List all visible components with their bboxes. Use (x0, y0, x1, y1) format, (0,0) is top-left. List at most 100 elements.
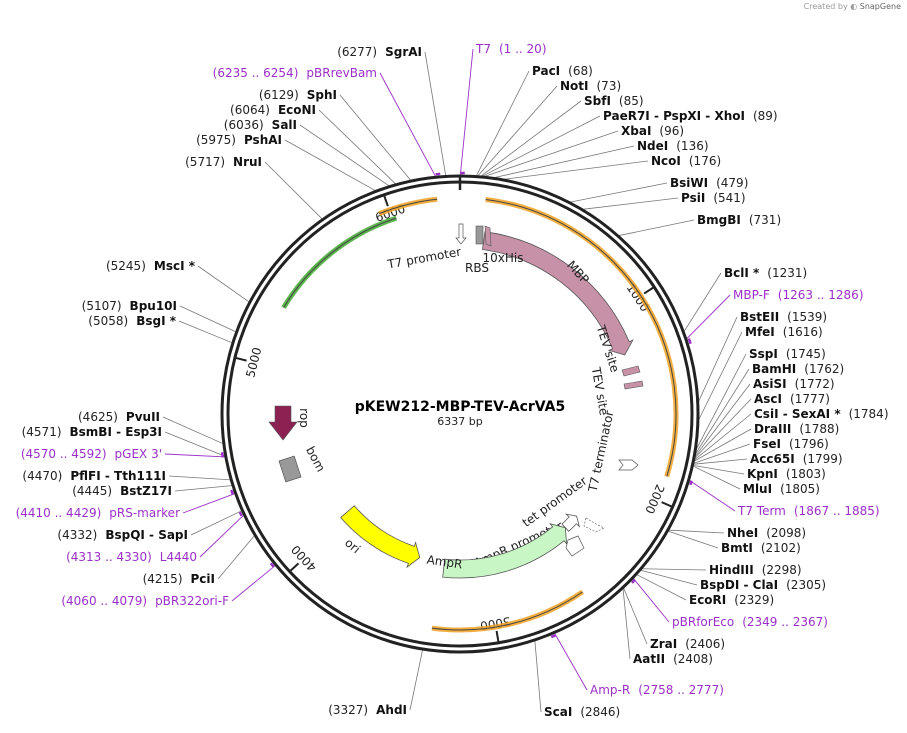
enzyme-position: (731) (749, 213, 781, 227)
snapgene-credit: Created by ◐ SnapGene (804, 2, 901, 11)
leader-line-nhei (667, 529, 725, 534)
enzyme-bmgbi: BmgBI (731) (697, 213, 781, 227)
primer-position: (1867 .. 1885) (794, 504, 880, 518)
enzyme-position: (4571) (22, 425, 62, 439)
enzyme-econi: EcoNI(6064) (230, 103, 316, 117)
leader-line-nrui (264, 161, 324, 220)
enzyme-name: NruI (233, 155, 262, 169)
feature-rop: rop (268, 405, 311, 441)
enzyme-name: MfeI (745, 325, 775, 339)
enzyme-mfei: MfeI(1616) (745, 325, 823, 339)
enzyme-name: NotI (560, 79, 589, 93)
enzyme-bsteii: BstEII(1539) (740, 310, 827, 324)
leader-line-sbfi (479, 100, 582, 178)
enzyme-name: Bpu10I (130, 299, 177, 313)
enzyme-zrai: ZraI(2406) (650, 637, 725, 651)
outer-arc-edge-orange-bottom (431, 591, 583, 631)
enzyme-position: (6036) (224, 118, 264, 132)
primer-name: pBRforEco (672, 615, 734, 629)
enzyme-position: (541) (713, 191, 745, 205)
outer-feature-arcs (281, 196, 679, 633)
enzyme-position: (5107) (82, 299, 122, 313)
enzyme-sgrai: SgrAI(6277) (337, 45, 422, 59)
plasmid-length: 6337 bp (437, 415, 482, 428)
leader-line-sphi (339, 94, 412, 182)
leader-line-bsiwi (568, 182, 668, 203)
primer-position: (4570 .. 4592) (21, 447, 107, 461)
primer-mark-pbrforeco (631, 578, 636, 584)
enzyme-position: (5717) (185, 155, 225, 169)
enzyme-pcii: PciI(4215) (143, 572, 215, 586)
leader-line-xbai (482, 130, 619, 178)
leader-line-sspi (694, 353, 747, 452)
enzyme-ndei: NdeI(136) (637, 139, 709, 153)
leader-line-hindiii (640, 568, 707, 571)
leader-line-msci (197, 265, 251, 303)
enzyme-paci: PacI(68) (532, 64, 593, 78)
leader-line-scai (534, 639, 542, 713)
enzyme-position: (1805) (780, 482, 820, 496)
primer-name: pBR322ori-F (155, 594, 229, 608)
enzyme-name: BamHI (752, 362, 796, 376)
enzyme-position: (1784) (849, 407, 889, 421)
feature-ampr: AmpR (426, 523, 568, 579)
mbp-arrow (482, 231, 634, 356)
enzyme-position: (73) (597, 79, 622, 93)
primer-position: (2758 .. 2777) (638, 683, 724, 697)
enzyme-name: PsiI (681, 191, 705, 205)
enzyme-name: BspQI - SapI (105, 528, 188, 542)
enzyme-position: (176) (689, 154, 721, 168)
leader-line-bcli (683, 272, 722, 333)
enzyme-name: HindIII (709, 563, 754, 577)
tev-site-2-box (623, 380, 644, 390)
primer-l4440: L4440(4313 .. 4330) (66, 550, 197, 564)
enzyme-name: PflFI - Tth111I (70, 469, 166, 483)
enzyme-name: BsiWI (670, 176, 708, 190)
leader-line-bsmbi-esp3i (164, 431, 227, 458)
leader-line-kpni (692, 464, 745, 475)
enzyme-position: (4470) (22, 469, 62, 483)
enzyme-name: BmgBI (697, 213, 741, 227)
enzyme-position: (1231) (767, 266, 807, 280)
enzyme-position: (1799) (803, 452, 843, 466)
leader-line-mfei (697, 331, 743, 422)
enzyme-kpni: KpnI(1803) (747, 467, 826, 481)
leader-line-asci (693, 398, 752, 460)
enzyme-psii: PsiI (541) (681, 191, 746, 205)
enzyme-name: BstZ17I (120, 484, 172, 498)
leader-line-noti (476, 85, 558, 177)
leader-line-psii (581, 197, 679, 210)
enzyme-name: PvuII (126, 410, 160, 424)
feature-ori: ori (340, 505, 421, 569)
leader-line-pcii (217, 534, 256, 580)
primer-position: (6235 .. 6254) (213, 66, 299, 80)
feature-label-his: 10xHis (483, 251, 524, 265)
his-tag-box (484, 225, 492, 247)
leader-line-paer7i-pspxi-xhoi (480, 115, 601, 178)
scale-tick-1000 (643, 286, 655, 295)
primer-position: (1 .. 20) (499, 42, 547, 56)
site-labels: SgrAI(6277)SphI(6129)EcoNI(6064)SalI(603… (16, 42, 889, 719)
enzyme-name: AscI (754, 392, 782, 406)
enzyme-position: (136) (676, 139, 708, 153)
outer-arc-edge-orange-mbp (485, 199, 677, 477)
leader-line-bspqi-sapi (190, 510, 243, 536)
primer-mark-t7-term (689, 480, 693, 486)
leader-line-t7-term (688, 479, 736, 512)
primer-position: (4410 .. 4429) (16, 506, 102, 520)
enzyme-bstz17i: BstZ17I(4445) (72, 484, 172, 498)
ampr-promoter-arrow (561, 513, 581, 532)
feature-label-ampr: AmpR (426, 553, 463, 572)
enzyme-ahdi: AhdI(3327) (328, 703, 407, 717)
enzyme-position: (5975) (196, 133, 236, 147)
leader-line-bsteii (697, 316, 738, 404)
credit-prefix: Created by (803, 2, 848, 11)
leader-line-pbrforeco (632, 577, 670, 623)
enzyme-position: (2098) (766, 526, 806, 540)
scale-tick-label-2000: 2000 (642, 482, 667, 516)
enzyme-name: PshAI (244, 133, 282, 147)
enzyme-position: (1762) (804, 362, 844, 376)
enzyme-scai: ScaI(2846) (544, 705, 620, 719)
leader-line-mlui (692, 465, 741, 490)
enzyme-position: (96) (659, 124, 684, 138)
